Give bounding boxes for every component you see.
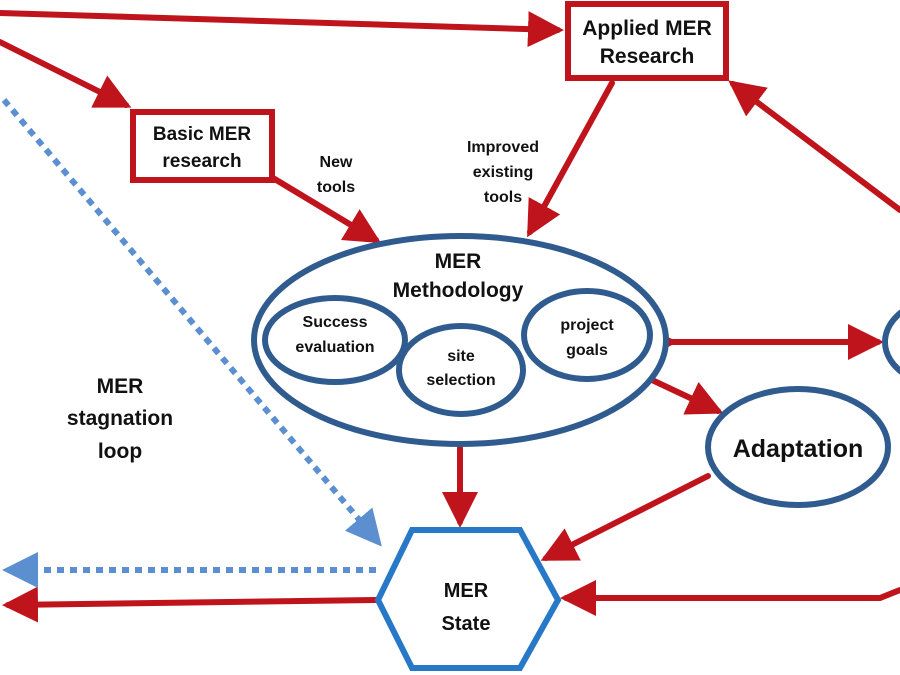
methodology-line-2: Methodology	[393, 279, 524, 302]
project-goals-ellipse: project goals	[521, 288, 653, 382]
svg-text:goals: goals	[566, 342, 608, 359]
applied-line-1: Applied MER	[582, 17, 712, 40]
svg-text:MER: MER	[97, 375, 144, 398]
basic-line-1: Basic MER	[153, 124, 251, 145]
site-selection-ellipse: site selection	[396, 323, 526, 417]
svg-text:site: site	[447, 348, 475, 365]
adaptation-ellipse: Adaptation	[705, 386, 891, 508]
svg-text:loop: loop	[98, 440, 142, 463]
arrow-top-to-applied	[0, 10, 564, 48]
arrow-state-to-left	[2, 586, 379, 623]
svg-text:existing: existing	[473, 164, 533, 181]
dotted-arrow-to-state	[1, 98, 382, 547]
arrow-left-to-basic	[0, 39, 132, 108]
svg-text:evaluation: evaluation	[295, 339, 374, 356]
arrow-applied-to-methodology	[527, 80, 615, 238]
svg-text:Success: Success	[303, 314, 368, 331]
applied-line-2: Research	[600, 45, 695, 68]
svg-text:MER: MER	[444, 580, 489, 602]
methodology-line-1: MER	[435, 250, 482, 273]
svg-text:stagnation: stagnation	[67, 407, 173, 430]
basic-line-2: research	[162, 151, 241, 172]
arrow-right-to-applied	[728, 80, 900, 213]
arrow-adaptation-to-state	[540, 473, 711, 561]
svg-text:Adaptation: Adaptation	[733, 435, 864, 463]
improved-existing-tools-label: Improved existing tools	[467, 139, 539, 206]
svg-text:New: New	[320, 154, 353, 171]
success-evaluation-ellipse: Success evaluation	[262, 295, 408, 385]
svg-text:tools: tools	[484, 189, 522, 206]
mer-state-hexagon: MER State	[374, 527, 562, 671]
arrow-right-to-state	[560, 580, 900, 616]
svg-text:selection: selection	[426, 372, 495, 389]
svg-text:State: State	[442, 613, 491, 635]
basic-mer-research-box: Basic MER research	[130, 109, 275, 183]
svg-text:tools: tools	[317, 179, 355, 196]
arrow-basic-to-methodology	[265, 172, 382, 244]
arrow-methodology-to-adaptation	[649, 377, 724, 415]
svg-text:project: project	[560, 317, 614, 334]
stagnation-loop-label: MER stagnation loop	[67, 375, 173, 463]
svg-text:Improved: Improved	[467, 139, 539, 156]
right-edge-node	[882, 309, 900, 375]
applied-mer-research-box: Applied MER Research	[565, 1, 729, 81]
new-tools-label: New tools	[317, 154, 355, 196]
